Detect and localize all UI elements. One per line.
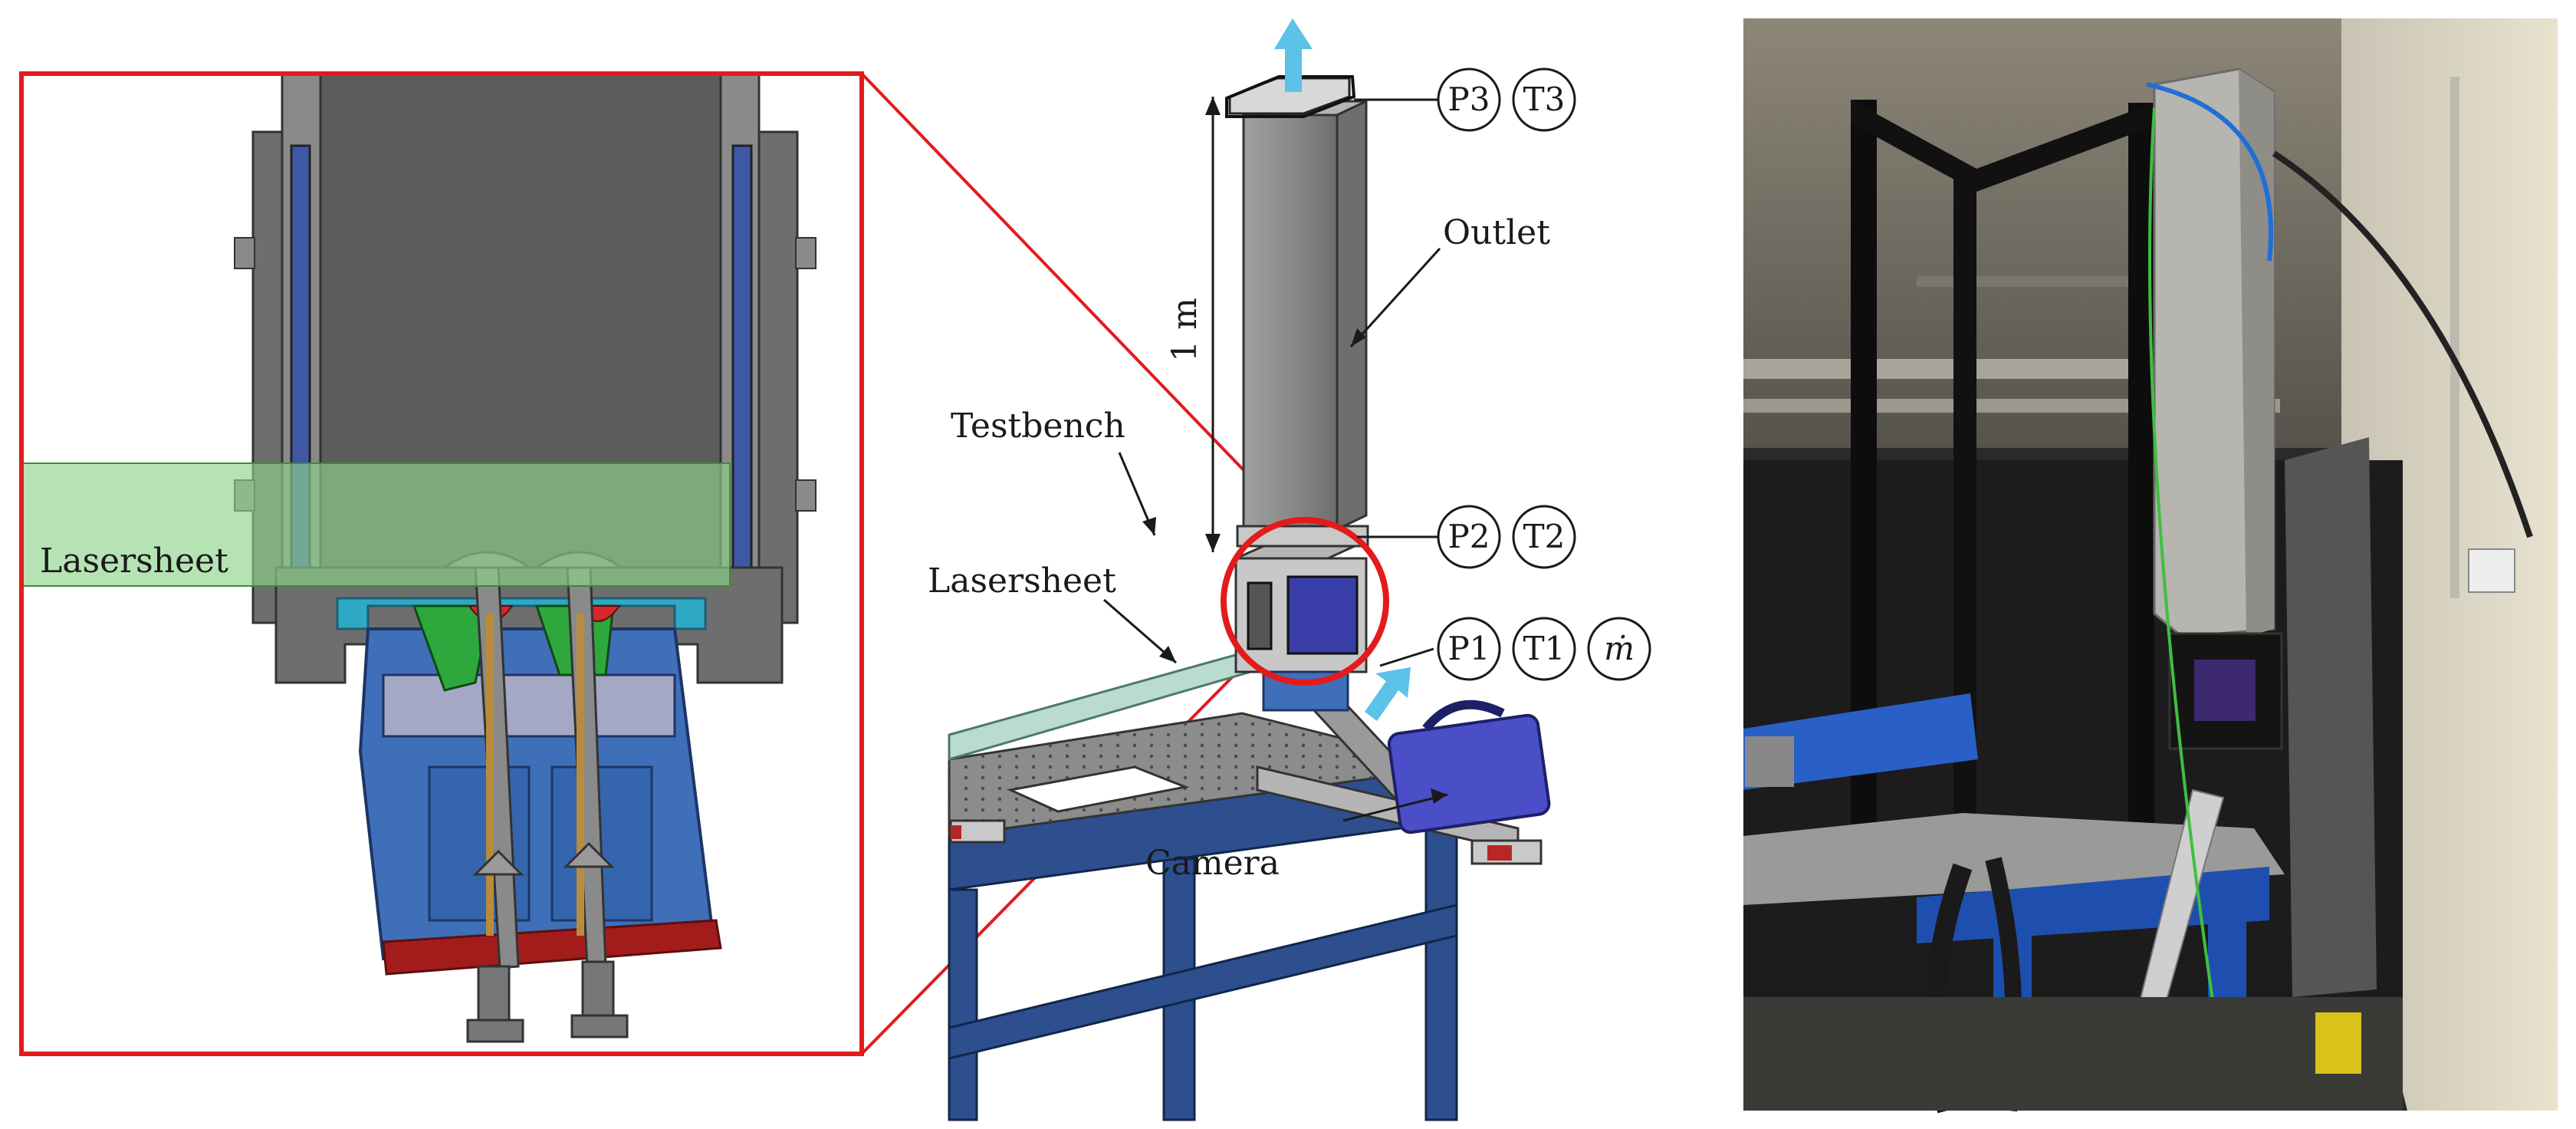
inset-laser-sheet	[21, 462, 731, 587]
sensor-circle-p1	[1437, 617, 1501, 681]
inset-bolt	[234, 237, 255, 269]
duct-body-right	[1336, 99, 1368, 532]
sensor-circle-p2	[1437, 505, 1501, 569]
inset-injector-core	[577, 614, 584, 936]
cad-testbench: 1 m Outlet Testbench Lasersheet Camera P…	[928, 18, 1651, 1121]
photo-frame-beam	[1851, 100, 1976, 192]
inset-bolt	[795, 479, 816, 512]
photo-cable-green	[2148, 107, 2225, 1075]
inset-rod-end-left	[466, 1019, 524, 1043]
photo-laser-fan	[1745, 736, 1794, 787]
photo-duct-shade	[2239, 69, 2274, 637]
sensor-circle-mdot	[1587, 617, 1651, 681]
lasersheet-label: Lasersheet	[928, 561, 1116, 601]
rail-clamp-red	[951, 825, 961, 839]
photo-combustor	[2168, 632, 2283, 750]
photo-wall-socket	[2468, 548, 2515, 593]
inset-burner-face	[382, 673, 676, 738]
zoom-circle	[1221, 517, 1389, 686]
combustor-side-window	[1247, 581, 1273, 650]
inset-rod-end-left	[477, 965, 511, 1022]
leader-camera-head	[1431, 788, 1447, 804]
inset-valve-right	[563, 841, 615, 868]
sensor-circle-t1	[1512, 617, 1576, 681]
testbench-label: Testbench	[951, 407, 1125, 446]
duct-body	[1242, 114, 1339, 531]
inset-valve-left	[472, 849, 524, 876]
leader-outlet-head	[1351, 328, 1366, 347]
leader-p1	[1379, 647, 1434, 667]
lab-photo	[1743, 18, 2558, 1114]
sensor-circle-p3	[1437, 67, 1501, 132]
zoom-inset: Lasersheet	[19, 71, 864, 1056]
leader-lasersheet-head	[1159, 646, 1176, 663]
photo-partition	[2285, 437, 2377, 997]
leader-camera	[1342, 793, 1448, 822]
table-beam	[948, 904, 1458, 1060]
table-leg	[948, 888, 978, 1121]
sensor-t2: T2	[1523, 518, 1566, 555]
duct-top-flange-rim	[1225, 75, 1356, 118]
sensor-circle-t3	[1512, 67, 1576, 132]
inset-injector-core	[486, 614, 494, 936]
inset-base-housing	[274, 566, 784, 684]
photo-cable-black	[2272, 150, 2533, 538]
sensor-t3: T3	[1523, 81, 1566, 118]
photo-yellow-box	[2315, 1012, 2361, 1074]
sensor-group-bottom: P1 T1 ṁ	[1437, 617, 1651, 681]
inset-rod-end-right	[581, 960, 615, 1017]
sensor-group-middle: P2 T2	[1437, 505, 1576, 569]
inset-frame	[19, 71, 864, 1056]
sensor-mdot: ṁ	[1604, 630, 1635, 667]
sensor-p1: P1	[1448, 630, 1490, 667]
dimension-arrow-top	[1205, 97, 1221, 115]
sensor-p3: P3	[1448, 81, 1490, 118]
photo-cable-blue	[2146, 82, 2273, 262]
photo-laser-head	[1743, 693, 1978, 790]
zoom-line-top	[860, 72, 1309, 538]
inset-lasersheet-label: Lasersheet	[40, 541, 228, 581]
photo-frame-beam	[1976, 103, 2154, 192]
combustor-window	[1286, 575, 1359, 655]
inset-rod-end-right	[570, 1014, 629, 1038]
inset-bolt	[795, 237, 816, 269]
leader-outlet	[1349, 247, 1441, 348]
photo-floor	[1743, 997, 2403, 1111]
outlet-flow-arrow	[1274, 18, 1313, 92]
table-opening	[1007, 765, 1190, 813]
rail-clamp-red	[1487, 845, 1512, 861]
camera-body	[1387, 713, 1551, 834]
dimension-arrow-bottom	[1205, 534, 1221, 552]
leader-testbench-head	[1142, 517, 1156, 535]
inset-swirler-left	[412, 604, 492, 692]
outlet-label: Outlet	[1443, 213, 1550, 252]
sensor-p2: P2	[1448, 518, 1490, 555]
camera-handle	[1422, 699, 1505, 732]
sensor-group-top: P3 T3	[1437, 67, 1576, 132]
table-leg	[1424, 827, 1458, 1121]
inset-right-window	[731, 144, 753, 607]
sensor-circle-t2	[1512, 505, 1576, 569]
length-label: 1 m	[1165, 298, 1204, 362]
photo-wall-pipe	[2450, 77, 2459, 598]
inlet-flow-arrow	[1365, 667, 1411, 721]
camera-label: Camera	[1145, 844, 1280, 883]
sensor-t1: T1	[1523, 630, 1566, 667]
photo-combustor-window	[2194, 660, 2256, 721]
